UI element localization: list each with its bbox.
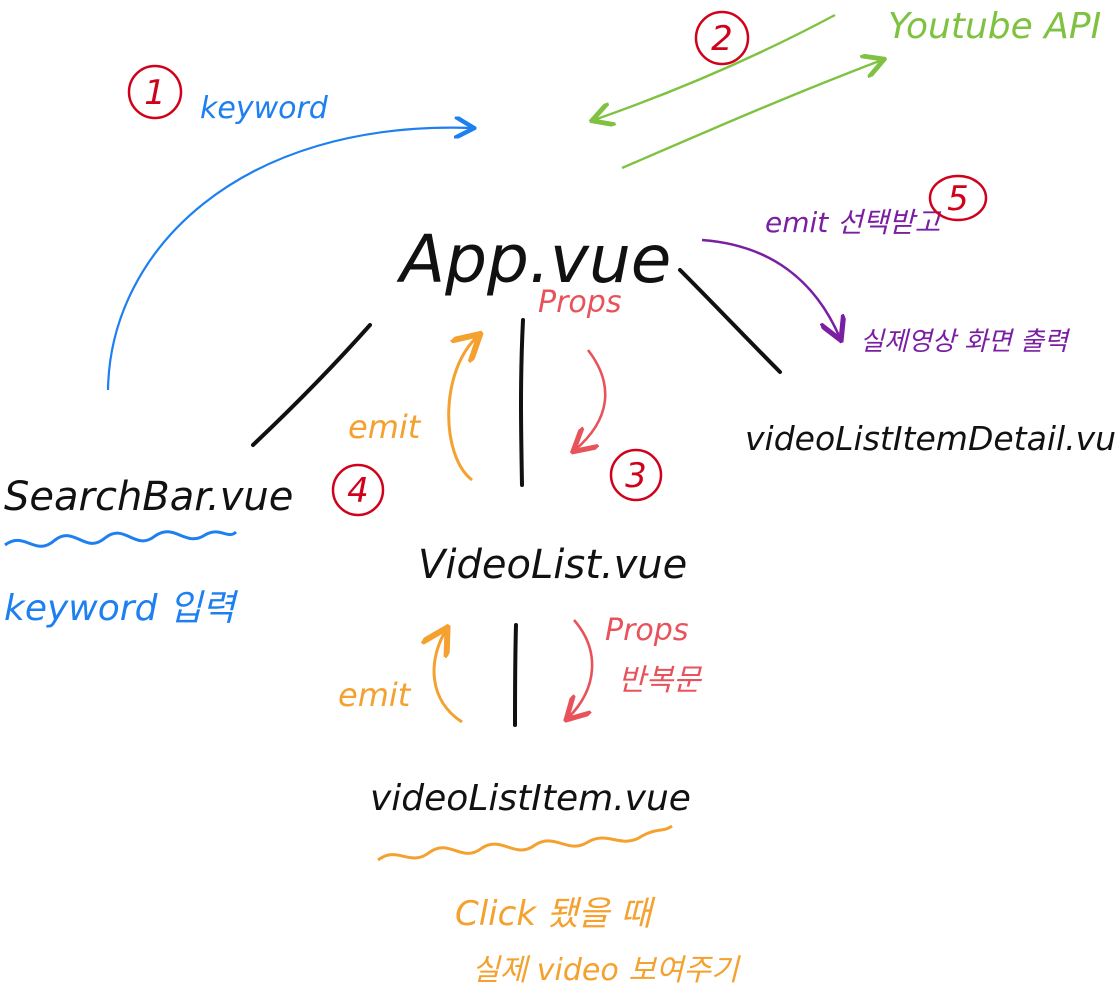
label-emit-select: emit 선택받고 (765, 206, 941, 239)
label-click-line2: 실제 video 보여주기 (472, 953, 741, 988)
underline-videolistitem (377, 824, 673, 862)
edge-app-searchbar (251, 323, 372, 447)
arrow-app-to-api (621, 60, 882, 170)
arrow-keyword (106, 128, 472, 391)
label-click-line1: Click 됐을 때 (455, 894, 656, 934)
arrow-api-to-app (594, 13, 836, 120)
arrow-props-bottom (568, 619, 594, 718)
step-1-marker: 1 (127, 64, 183, 120)
step-2-marker: 2 (694, 10, 750, 66)
step-4-label: 4 (347, 471, 369, 511)
label-emit-top: emit (348, 408, 422, 446)
step-2-label: 2 (711, 19, 733, 59)
underline-searchbar (4, 530, 238, 548)
label-props-bottom: Props (605, 613, 688, 648)
node-detail: videoListItemDetail.vue (745, 419, 1116, 458)
arrow-emit-top (447, 336, 478, 482)
node-searchbar: SearchBar.vue (4, 474, 293, 520)
step-3-marker: 3 (609, 448, 663, 502)
node-youtube-api: Youtube API (888, 6, 1101, 47)
edge-app-videolist (519, 318, 525, 487)
arrow-emit-bottom (434, 630, 463, 724)
edge-videolist-videolistitem (513, 623, 518, 727)
node-app: App.vue (396, 221, 671, 298)
label-emit-bottom: emit (338, 676, 412, 714)
arrow-props-top (575, 349, 607, 450)
step-3-label: 3 (625, 456, 647, 496)
arrow-emit-detail (701, 238, 840, 338)
step-5-marker: 5 (928, 174, 988, 222)
step-5-label: 5 (947, 179, 969, 219)
edge-app-detail (678, 268, 782, 374)
label-keyword-input: keyword 입력 (4, 588, 239, 629)
label-keyword: keyword (200, 91, 329, 126)
label-props-top: Props (538, 285, 621, 320)
node-videolist: VideoList.vue (418, 542, 687, 588)
node-videolistitem: videoListItem.vue (370, 778, 691, 819)
label-props-repeat: 반복문 (618, 663, 702, 698)
step-1-label: 1 (144, 73, 166, 113)
step-4-marker: 4 (331, 463, 385, 517)
label-detail-show: 실제영상 화면 출력 (860, 327, 1071, 357)
